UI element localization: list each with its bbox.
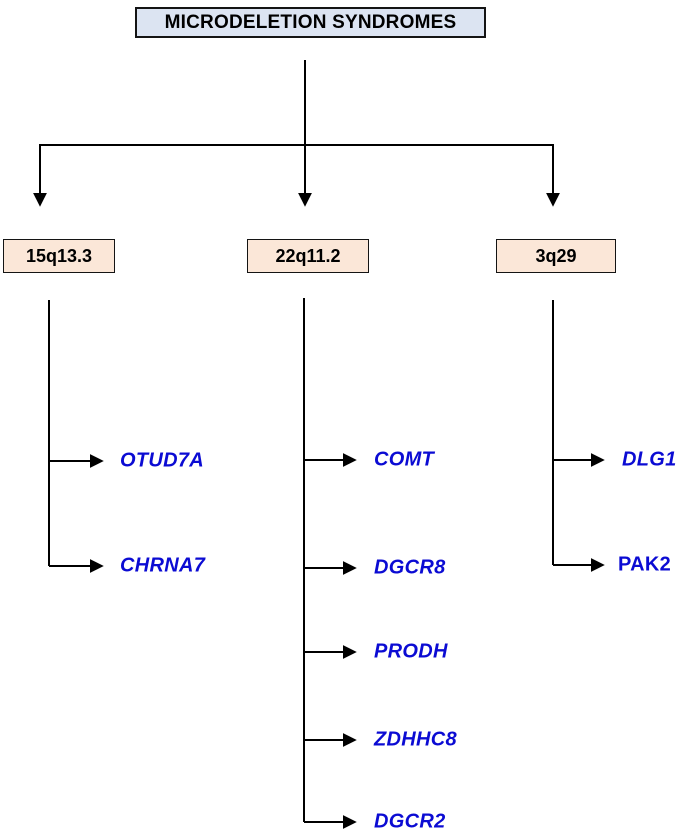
gene-label-dgcr2: DGCR2 xyxy=(374,810,446,833)
gene-label-comt: COMT xyxy=(374,448,435,471)
region-box-15q13-3: 15q13.3 xyxy=(3,239,115,273)
gene-label-dlg1: DLG1 xyxy=(622,448,677,471)
region-box-3q29: 3q29 xyxy=(496,239,616,273)
diagram-title: MICRODELETION SYNDROMES xyxy=(135,7,486,38)
gene-label-pak2: PAK2 xyxy=(618,553,672,576)
gene-label-chrna7: CHRNA7 xyxy=(120,554,206,577)
gene-label-zdhhc8: ZDHHC8 xyxy=(374,728,457,751)
gene-label-prodh: PRODH xyxy=(374,640,448,663)
region-box-22q11-2: 22q11.2 xyxy=(247,239,369,273)
gene-label-otud7a: OTUD7A xyxy=(120,449,205,472)
gene-label-dgcr8: DGCR8 xyxy=(374,556,446,579)
